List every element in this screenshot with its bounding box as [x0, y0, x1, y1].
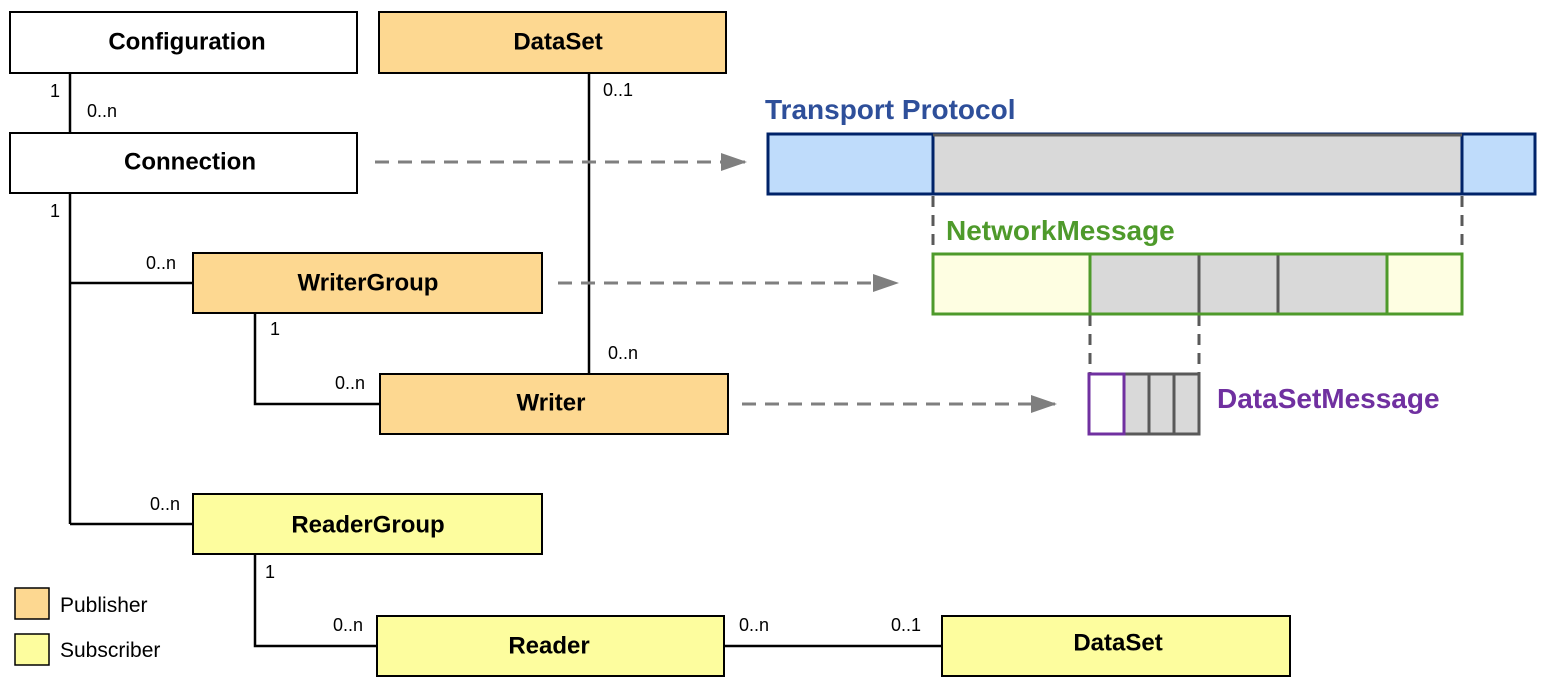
dataset-message-field-1: [1124, 374, 1149, 434]
network-header-segment: [933, 254, 1090, 314]
legend-subscriber-swatch: [14, 633, 50, 666]
writer-rect: [379, 373, 729, 435]
connector-lines: [68, 73, 942, 648]
mult-connection-readergroup: 0..n: [150, 494, 180, 514]
connection-box: Connection: [9, 132, 358, 194]
writergroup-rect: [192, 252, 543, 314]
dataset-message-field-2: [1149, 374, 1174, 434]
projection-lines: [931, 196, 1464, 374]
dataset-message-header-segment: [1089, 374, 1124, 434]
dataset-message-bar: [1087, 372, 1201, 436]
mult-writergroup-1: 1: [270, 319, 280, 339]
mult-reader-dataset-01: 0..1: [891, 615, 921, 635]
readergroup-reader-line: [253, 554, 377, 648]
dataset-subscriber-label: DataSet: [1073, 630, 1162, 657]
transport-protocol-title: Transport Protocol: [765, 94, 1015, 125]
legend-publisher-label: Publisher: [60, 594, 148, 617]
mult-dataset-writer: 0..n: [608, 343, 638, 363]
writer-box: Writer: [379, 373, 729, 435]
reader-box: Reader: [376, 615, 725, 677]
readergroup-box: ReaderGroup: [192, 493, 543, 555]
writergroup-label: WriterGroup: [298, 270, 439, 297]
network-message-title: NetworkMessage: [946, 215, 1175, 246]
configuration-label: Configuration: [108, 29, 265, 56]
mult-readergroup-reader: 0..n: [333, 615, 363, 635]
network-payload-segment-3: [1278, 254, 1387, 314]
network-payload-segment-2: [1199, 254, 1278, 314]
network-outline: [931, 252, 1464, 316]
network-trailer-segment: [1387, 254, 1462, 314]
mult-readergroup-1: 1: [265, 562, 275, 582]
reader-label: Reader: [508, 633, 589, 660]
multiplicity-labels: 1 0..n 1 0..n 1 0..n 0..1 0..n 0..n 1 0.…: [50, 80, 921, 635]
writergroup-box: WriterGroup: [192, 252, 543, 314]
legend-subscriber-label: Subscriber: [60, 639, 160, 662]
transport-protocol-bar: [766, 132, 1537, 196]
dataset-message-field-3: [1174, 374, 1199, 434]
dataset-publisher-label: DataSet: [513, 29, 602, 56]
legend-publisher-swatch: [14, 587, 50, 620]
connection-rect: [9, 132, 358, 194]
network-message-bar: [931, 252, 1464, 316]
mult-dataset-01: 0..1: [603, 80, 633, 100]
network-payload-segment-1: [1090, 254, 1199, 314]
connection-label: Connection: [124, 149, 256, 176]
writergroup-writer-line: [253, 313, 380, 406]
dataset-subscriber-box: DataSet: [941, 615, 1291, 677]
configuration-box: Configuration: [9, 11, 358, 74]
dataset-message-title: DataSetMessage: [1217, 383, 1440, 414]
mult-config-connection: 0..n: [87, 101, 117, 121]
mult-connection-1: 1: [50, 201, 60, 221]
transport-header-segment: [768, 134, 933, 194]
readergroup-rect: [192, 493, 543, 555]
reader-rect: [376, 615, 725, 677]
mult-writergroup-writer: 0..n: [335, 373, 365, 393]
dataset-publisher-box: DataSet: [378, 11, 727, 74]
transport-payload-segment: [933, 134, 1462, 194]
dataset-publisher-rect: [378, 11, 727, 74]
dataset-message-header-outline: [1087, 372, 1126, 436]
transport-trailer-segment: [1462, 134, 1535, 194]
mapping-arrows: [375, 153, 1057, 413]
mult-connection-writergroup: 0..n: [146, 253, 176, 273]
mult-config-1: 1: [50, 81, 60, 101]
configuration-rect: [9, 11, 358, 74]
writer-label: Writer: [517, 390, 586, 417]
legend: Publisher Subscriber: [14, 587, 160, 666]
readergroup-label: ReaderGroup: [291, 512, 444, 539]
mult-reader-dataset-0n: 0..n: [739, 615, 769, 635]
dataset-subscriber-rect: [941, 615, 1291, 677]
